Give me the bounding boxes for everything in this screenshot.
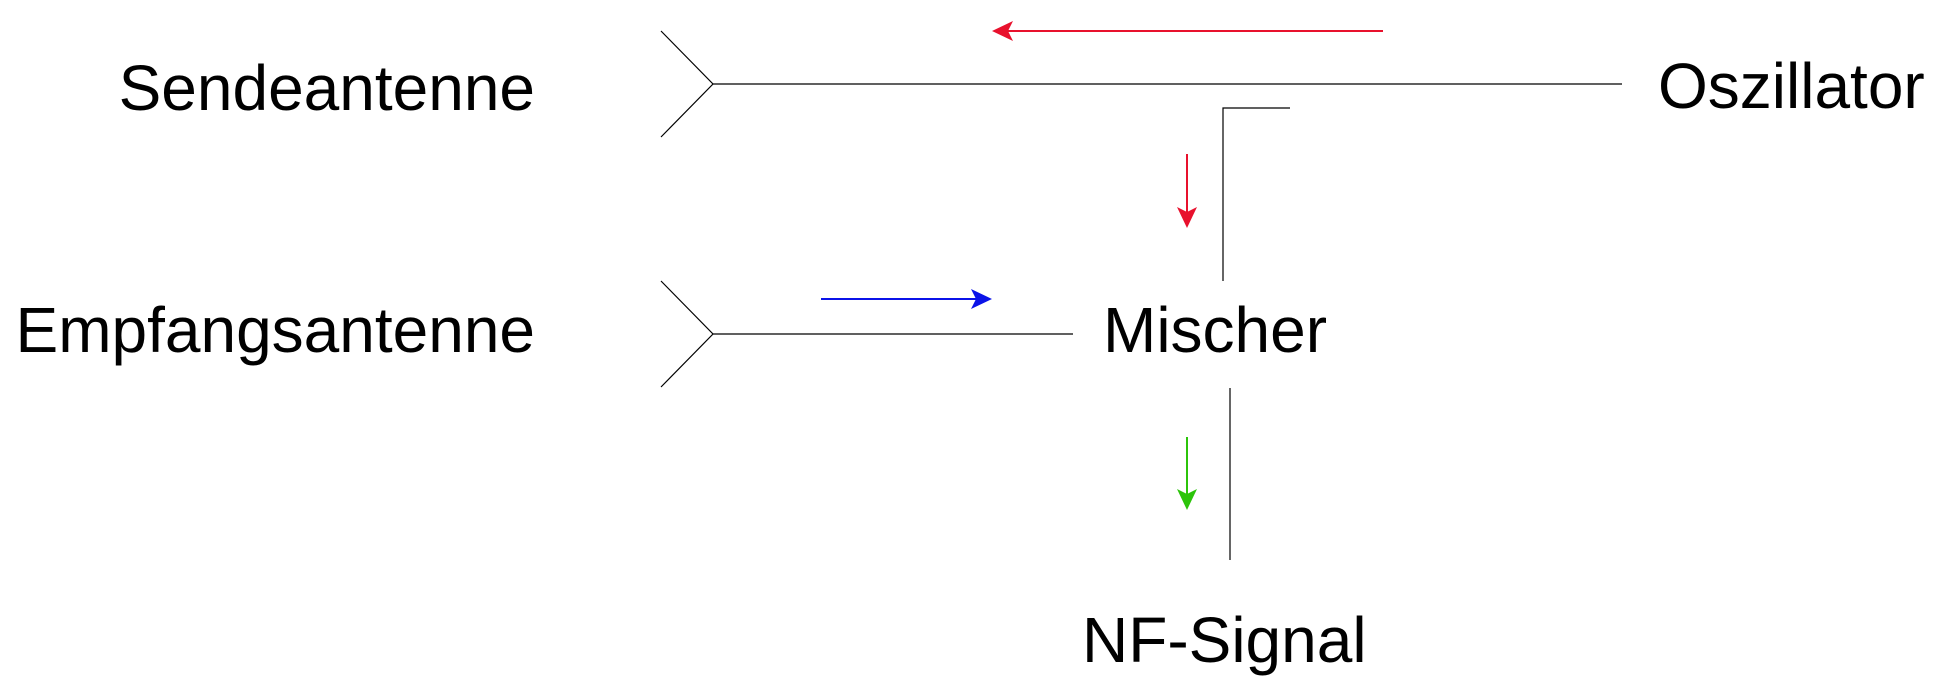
receive-antenna-label: Empfangsantenne (16, 294, 536, 366)
oscillator-to-mixer-arrow (1177, 154, 1197, 228)
oscillator-label: Oszillator (1658, 50, 1925, 122)
receive-antenna-symbol (660, 280, 714, 388)
output-label: NF-Signal (1082, 604, 1367, 676)
transmit-antenna-symbol (660, 30, 714, 138)
transmit-signal-arrow (992, 21, 1383, 41)
transmit-antenna-label: Sendeantenne (119, 52, 535, 124)
output-signal-arrow (1177, 437, 1197, 510)
received-signal-arrow (821, 289, 992, 309)
mixer-label: Mischer (1103, 294, 1327, 366)
oscillator-to-mixer-line (1222, 107, 1290, 281)
